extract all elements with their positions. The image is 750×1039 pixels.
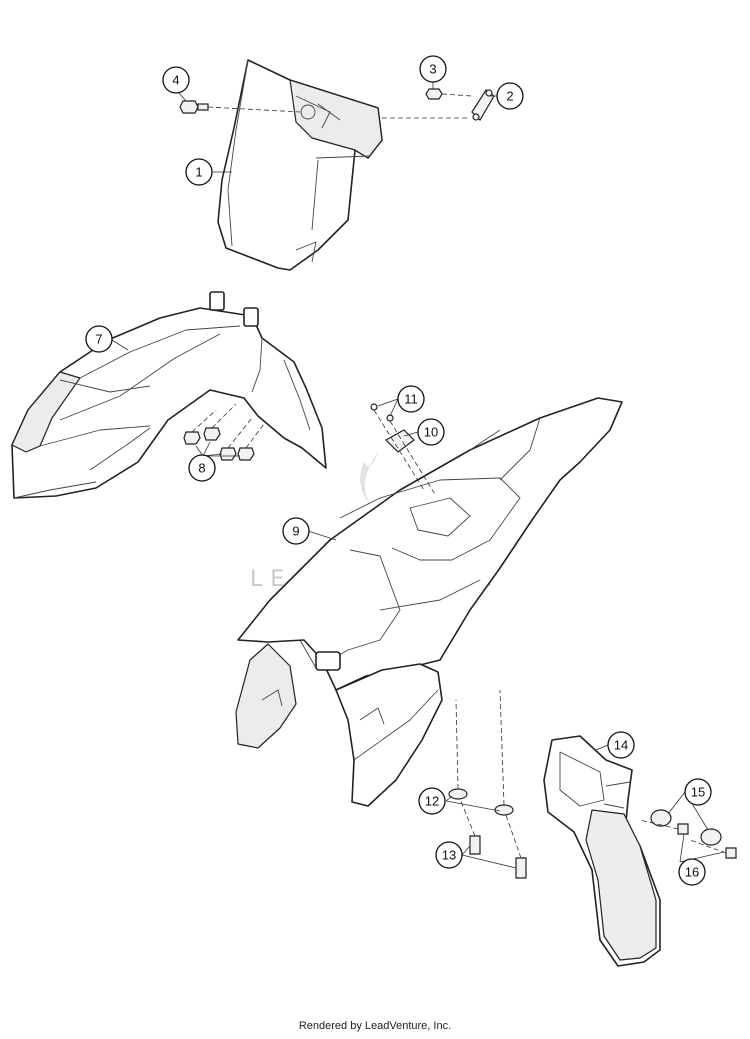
callout-4: 4 [162,66,190,94]
callout-label-11: 11 [404,392,418,407]
guard-hardware [639,809,737,859]
callout-12: 12 [418,787,446,815]
callout-label-9: 9 [292,524,299,539]
callout-label-3: 3 [429,62,436,77]
callout-9: 9 [282,517,310,545]
callout-label-10: 10 [424,425,438,440]
callout-13: 13 [435,841,463,869]
callout-16: 16 [678,858,706,886]
callout-label-1: 1 [195,165,202,180]
callout-2: 2 [496,82,524,110]
callout-15: 15 [684,778,712,806]
callout-label-13: 13 [442,848,456,863]
callout-14: 14 [607,731,635,759]
callout-label-4: 4 [172,73,179,88]
callout-label-8: 8 [198,461,205,476]
front-fender [11,291,327,499]
callout-label-7: 7 [95,332,102,347]
callout-label-12: 12 [425,794,439,809]
callout-8: 8 [188,454,216,482]
fender-bolts [183,403,265,461]
rear-fender [235,397,623,807]
callout-7: 7 [85,325,113,353]
callout-label-16: 16 [685,865,699,880]
footer-credit: Rendered by LeadVenture, Inc. [298,1020,452,1032]
callout-label-15: 15 [691,785,705,800]
callout-label-14: 14 [614,738,628,753]
callout-1: 1 [185,158,213,186]
callout-3: 3 [419,55,447,83]
side-guard [543,735,661,967]
callout-11: 11 [397,385,425,413]
callout-label-2: 2 [506,89,513,104]
number-plate [217,59,383,271]
callout-10: 10 [417,418,445,446]
rear-fender-hardware-bottom [448,689,527,879]
